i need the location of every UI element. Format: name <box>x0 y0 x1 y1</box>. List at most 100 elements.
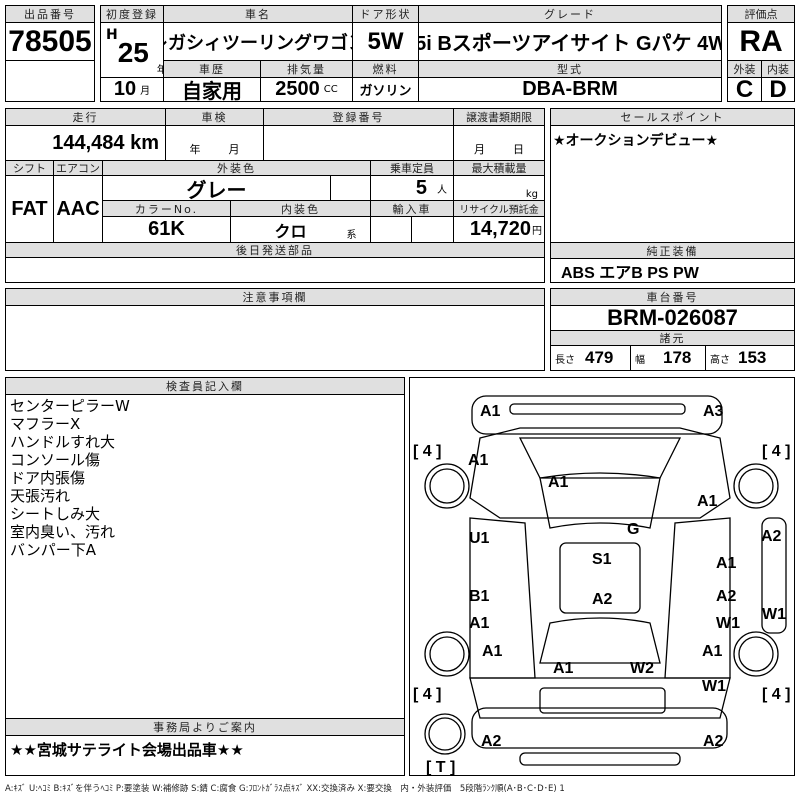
office-notice: ★★宮城サテライト会場出品車★★ <box>5 735 405 776</box>
transfer-month: 月 <box>474 143 485 156</box>
ext-label: 外装 <box>727 60 762 78</box>
transfer-day: 日 <box>513 143 524 156</box>
note: マフラーX <box>10 415 81 433</box>
mark: [ 4 ] <box>413 686 441 703</box>
car-name: レガシィツーリングワゴン <box>163 22 353 61</box>
interior-value: クロ <box>274 223 307 241</box>
month: 10 <box>113 78 137 100</box>
transfer-label: 譲渡書類期限 <box>453 108 545 126</box>
mark: S1 <box>592 551 612 568</box>
import-a <box>370 216 412 243</box>
chassis-number: BRM-026087 <box>550 305 795 331</box>
inspection-year: 年 <box>189 143 201 156</box>
equipment: ABS エアB PS PW <box>550 258 795 283</box>
door-label: ドア形状 <box>352 5 419 23</box>
mileage: 144,484 km <box>5 125 166 161</box>
sales-point: ★オークションデビュー★ <box>550 125 795 243</box>
lot-empty <box>5 60 95 102</box>
mark: A1 <box>548 474 569 491</box>
lot-label: 出品番号 <box>5 5 95 23</box>
later-parts-label: 後日発送部品 <box>5 242 545 258</box>
mark: W1 <box>762 606 786 623</box>
mark: A2 <box>481 733 502 750</box>
note: ハンドルすれ大 <box>10 433 116 451</box>
mark: A1 <box>702 643 723 660</box>
mark: W1 <box>702 678 726 695</box>
reg-year: H 25 年 <box>100 22 164 78</box>
mark: [ 4 ] <box>762 686 790 703</box>
displacement-label: 排気量 <box>260 60 353 78</box>
load-label: 最大積載量 <box>453 160 545 176</box>
note: バンパー下A <box>10 541 97 559</box>
mark: A2 <box>592 591 613 608</box>
score: RA <box>727 22 795 61</box>
width: 幅 178 <box>630 345 706 371</box>
interior-label: 内装色 <box>230 200 371 217</box>
ext-score: C <box>727 77 762 102</box>
car-diagram: A1 A3 [ 4 ] [ 4 ] A1 A1 A1 G U1 A2 S1 A1… <box>409 377 795 776</box>
recycle-unit: 円 <box>532 226 542 237</box>
grade: 2.5i Bスポーツアイサイト Gパケ 4WD <box>418 22 722 61</box>
import-b <box>411 216 454 243</box>
height-value: 153 <box>738 348 767 367</box>
capacity-unit: 人 <box>437 184 447 196</box>
inspection-label: 車検 <box>165 108 264 126</box>
mark: A1 <box>697 493 718 510</box>
caution-label: 注意事項欄 <box>5 288 545 306</box>
caution-body <box>5 305 545 371</box>
car-outline <box>424 395 787 766</box>
width-label: 幅 <box>635 354 645 366</box>
equipment-label: 純正装備 <box>550 242 795 259</box>
int-label: 内装 <box>761 60 795 78</box>
capacity-value: 5 <box>415 176 427 199</box>
mark: A1 <box>469 615 490 632</box>
inspection: 年月 <box>165 125 264 161</box>
fuel-label: 燃料 <box>352 60 419 78</box>
mark: W1 <box>716 615 740 632</box>
legend: A:ｷｽﾞ U:ﾍｺﾐ B:ｷｽﾞを伴うﾍｺﾐ P:要塗装 W:補修跡 S:錆 … <box>5 784 565 794</box>
load: kg <box>453 175 545 201</box>
interior-unit: 系 <box>346 230 357 241</box>
color-label: 外装色 <box>102 160 371 176</box>
mark: [ 4 ] <box>413 443 441 460</box>
spec-label: 諸元 <box>550 330 795 346</box>
length-value: 479 <box>585 348 614 367</box>
mark: A2 <box>703 733 724 750</box>
name-label: 車名 <box>163 5 353 23</box>
office-label: 事務局よりご案内 <box>5 718 405 736</box>
int-score: D <box>761 77 795 102</box>
inspector-notes: センターピラーW マフラーX ハンドルすれ大 コンソール傷 ドア内張傷 天張汚れ… <box>5 394 405 719</box>
reg-label: 初度登録 <box>100 5 164 23</box>
capacity-label: 乗車定員 <box>370 160 454 176</box>
model-label: 型式 <box>418 60 722 78</box>
height-label: 高さ <box>710 354 730 366</box>
note: 室内臭い、汚れ <box>10 523 116 541</box>
mark: [ T ] <box>426 759 455 776</box>
year: 25 <box>117 37 149 68</box>
height: 高さ 153 <box>705 345 795 371</box>
displacement-value: 2500 <box>275 78 320 100</box>
note: コンソール傷 <box>10 451 101 469</box>
lot-number: 78505 <box>5 22 95 61</box>
import-label: 輸入車 <box>370 200 454 217</box>
inspector-label: 検査員記入欄 <box>5 377 405 395</box>
note: ドア内張傷 <box>10 469 86 487</box>
width-value: 178 <box>663 348 692 367</box>
mark: G <box>627 521 639 538</box>
inspection-month: 月 <box>228 143 240 156</box>
colorno: 61K <box>102 216 231 243</box>
history-label: 車歴 <box>163 60 261 78</box>
era: H <box>106 27 118 43</box>
mark: A1 <box>553 660 574 677</box>
later-parts <box>5 257 545 283</box>
note: 天張汚れ <box>10 487 71 505</box>
year-unit: 年 <box>157 61 163 76</box>
shift: FAT <box>5 175 54 243</box>
regno-label: 登録番号 <box>263 108 454 126</box>
mark: W2 <box>630 660 654 677</box>
history: 自家用 <box>163 77 261 102</box>
